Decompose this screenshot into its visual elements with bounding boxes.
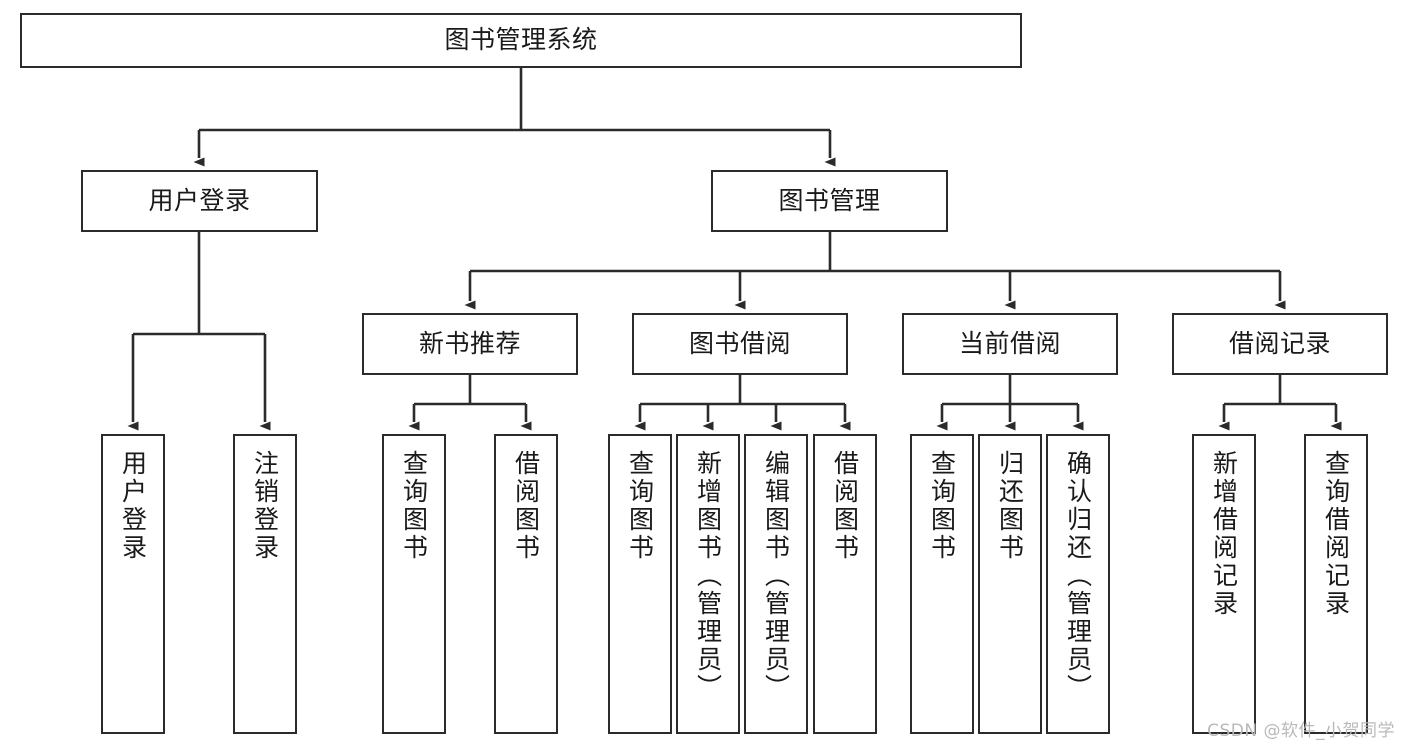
node-borrow-record[interactable]: 借阅记录 [1172,313,1388,375]
node-borrow-record-label: 借阅记录 [1228,328,1331,358]
leaf-query-book-1-label: 查询图书 [399,450,429,562]
leaf-query-record-label: 查询借阅记录 [1321,450,1351,618]
leaf-user-login-label: 用户登录 [118,450,148,562]
leaf-return-book-label: 归还图书 [995,450,1025,562]
node-book-manage-label: 图书管理 [778,185,881,215]
leaf-add-record[interactable]: 新增借阅记录 [1192,434,1256,734]
node-book-manage[interactable]: 图书管理 [711,170,948,232]
leaf-logout-label: 注销登录 [250,450,280,562]
leaf-borrow-book-1-label: 借阅图书 [511,450,541,562]
leaf-query-book-1[interactable]: 查询图书 [382,434,446,734]
node-new-book-recommend[interactable]: 新书推荐 [362,313,578,375]
node-root[interactable]: 图书管理系统 [20,13,1022,68]
node-book-borrow[interactable]: 图书借阅 [632,313,848,375]
node-book-borrow-label: 图书借阅 [688,328,791,358]
leaf-borrow-book-2-label: 借阅图书 [830,450,860,562]
leaf-borrow-book-1[interactable]: 借阅图书 [494,434,558,734]
leaf-borrow-book-2[interactable]: 借阅图书 [813,434,877,734]
leaf-query-book-3-label: 查询图书 [927,450,957,562]
node-root-label: 图书管理系统 [444,25,598,55]
leaf-confirm-return-label: 确认归还（管理员） [1063,450,1093,702]
leaf-user-login[interactable]: 用户登录 [101,434,165,734]
node-current-borrow[interactable]: 当前借阅 [902,313,1118,375]
leaf-query-book-2[interactable]: 查询图书 [608,434,672,734]
leaf-logout[interactable]: 注销登录 [233,434,297,734]
node-new-book-recommend-label: 新书推荐 [418,328,521,358]
watermark: CSDN @软件_小贺同学 [1207,721,1395,741]
node-current-borrow-label: 当前借阅 [958,328,1061,358]
leaf-query-record[interactable]: 查询借阅记录 [1304,434,1368,734]
leaf-add-book[interactable]: 新增图书（管理员） [676,434,740,734]
node-user-login[interactable]: 用户登录 [81,170,318,232]
leaf-add-book-label: 新增图书（管理员） [693,450,723,702]
leaf-query-book-2-label: 查询图书 [625,450,655,562]
node-user-login-label: 用户登录 [148,185,251,215]
leaf-return-book[interactable]: 归还图书 [978,434,1042,734]
leaf-query-book-3[interactable]: 查询图书 [910,434,974,734]
leaf-edit-book[interactable]: 编辑图书（管理员） [744,434,808,734]
leaf-edit-book-label: 编辑图书（管理员） [761,450,791,702]
leaf-confirm-return[interactable]: 确认归还（管理员） [1046,434,1110,734]
leaf-add-record-label: 新增借阅记录 [1209,450,1239,618]
